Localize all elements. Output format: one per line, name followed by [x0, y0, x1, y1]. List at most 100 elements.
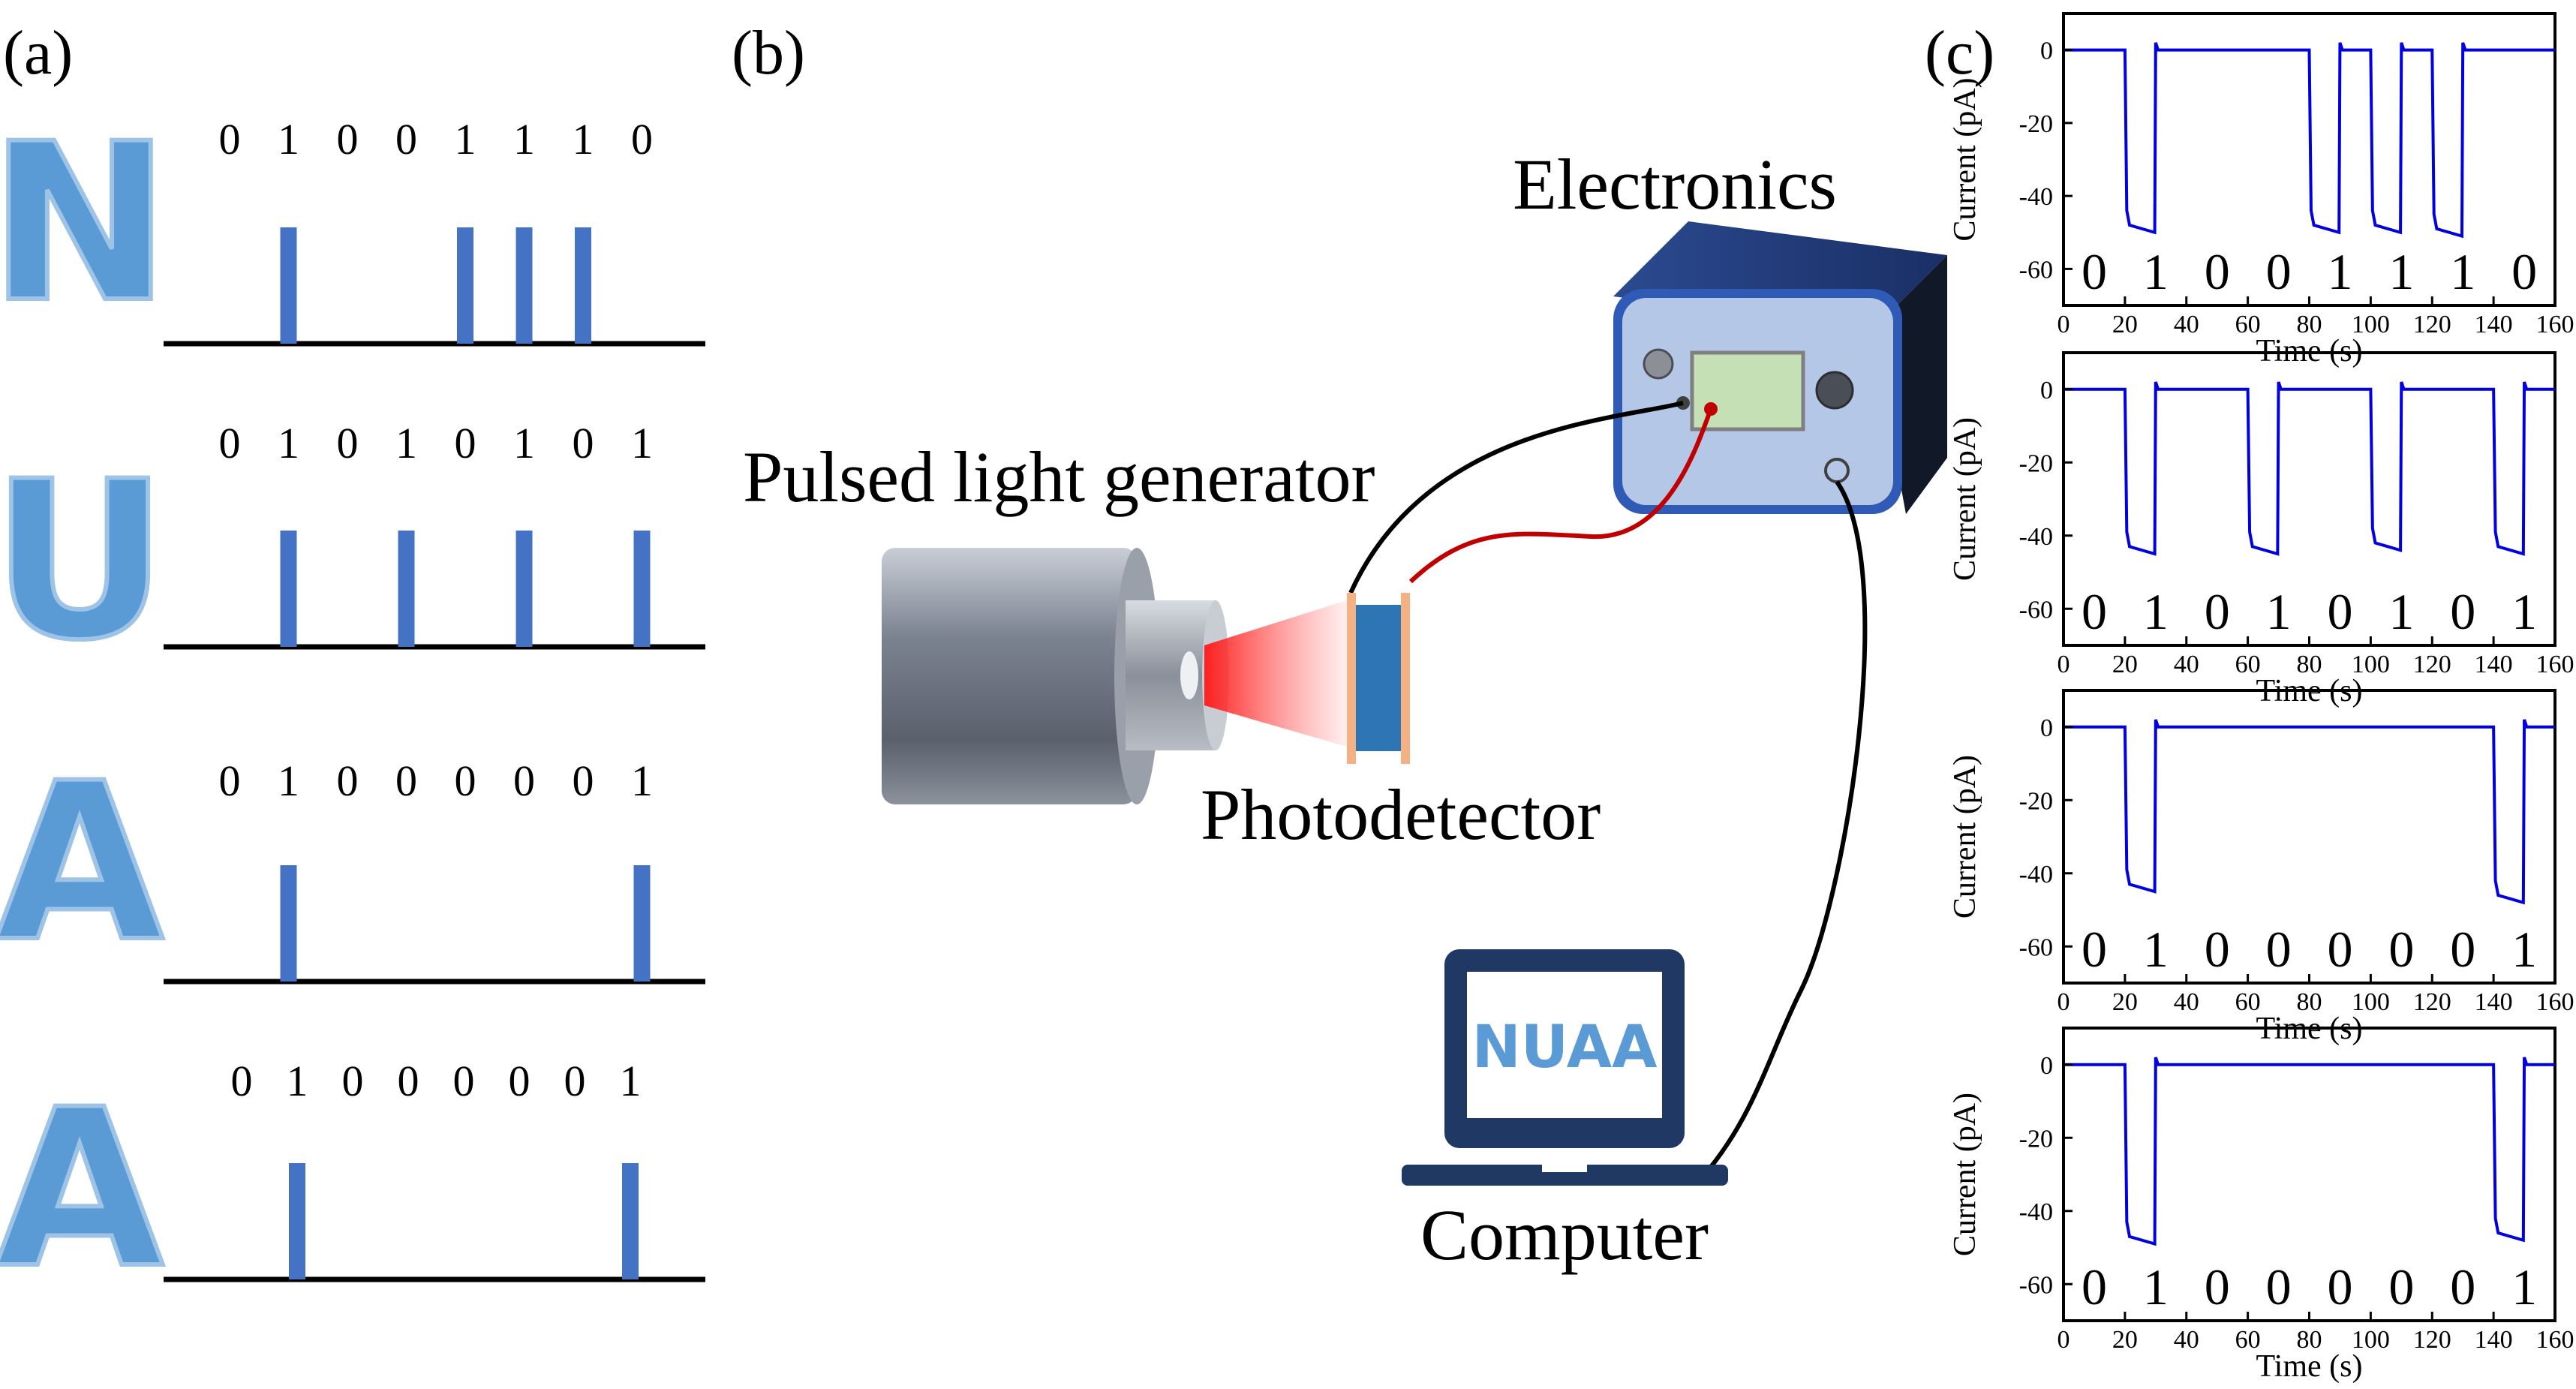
x-tick-label: 120 — [2413, 988, 2451, 1016]
plot-frame — [2062, 689, 2556, 985]
bit-label: 0 — [564, 1057, 586, 1105]
bit-label: 0 — [631, 115, 653, 164]
x-tick-label: 60 — [2235, 988, 2261, 1016]
binary-letter-3: A — [0, 737, 165, 990]
plot-frame — [2062, 351, 2556, 647]
plot-bit-label: 0 — [2082, 921, 2107, 978]
bit-label: 1 — [287, 1057, 308, 1105]
x-tick-label: 0 — [2057, 651, 2070, 678]
light-beam — [1204, 600, 1347, 747]
black-wire — [1348, 401, 1684, 594]
x-tick-label: 140 — [2475, 988, 2513, 1016]
bit-label: 0 — [455, 756, 476, 805]
panel-b: (b) Electronics Pulsed ligh — [732, 18, 1947, 1275]
y-tick-label: -20 — [2019, 1125, 2053, 1153]
plot-bit-label: 0 — [2388, 921, 2414, 978]
binary-letter-2: U — [0, 435, 168, 688]
y-axis-label: Current (pA) — [1948, 755, 1982, 918]
bit-label: 0 — [342, 1057, 364, 1105]
left-knob[interactable] — [1643, 348, 1674, 380]
plot-bit-label: 1 — [2143, 1258, 2169, 1315]
output-port[interactable] — [1824, 458, 1850, 483]
plot-bit-label: 0 — [2327, 583, 2352, 640]
x-tick-label: 0 — [2057, 1326, 2070, 1354]
plot-bit-label: 0 — [2266, 921, 2292, 978]
lcd-display — [1690, 350, 1805, 431]
pulse-bar — [398, 531, 415, 647]
plot-bit-label: 0 — [2511, 243, 2537, 300]
plot-bit-label: 0 — [2266, 1258, 2292, 1315]
x-axis-label: Time (s) — [2256, 1349, 2363, 1384]
plot-frame — [2062, 1027, 2556, 1322]
photodetector-label: Photodetector — [1201, 774, 1601, 855]
plot-bit-label: 0 — [2266, 243, 2292, 300]
bit-label: 0 — [231, 1057, 253, 1105]
plot-bit-label: 1 — [2511, 1258, 2537, 1315]
x-tick-label: 40 — [2174, 651, 2199, 678]
right-knob[interactable] — [1815, 371, 1854, 410]
y-tick-label: -40 — [2019, 1198, 2053, 1226]
plot-bit-label: 0 — [2082, 243, 2107, 300]
electronics-box — [1613, 221, 1947, 514]
bit-label: 0 — [573, 756, 594, 805]
plot-bit-label: 0 — [2327, 921, 2352, 978]
panel-a-label: (a) — [3, 18, 73, 88]
plot-bit-label: 1 — [2143, 583, 2169, 640]
pulse-bar — [289, 1163, 305, 1279]
plot-bit-label: 1 — [2327, 243, 2352, 300]
x-tick-label: 160 — [2536, 311, 2574, 338]
bit-label: 0 — [337, 756, 359, 805]
y-axis-label: Current (pA) — [1948, 417, 1982, 581]
x-tick-label: 160 — [2536, 988, 2574, 1016]
panel-b-label: (b) — [732, 18, 805, 88]
x-tick-label: 60 — [2235, 1326, 2261, 1354]
red-wire — [1408, 407, 1713, 584]
x-tick-label: 20 — [2112, 988, 2138, 1016]
y-tick-label: -60 — [2019, 256, 2053, 284]
pulse-bar — [633, 531, 651, 647]
pulse-bar — [280, 865, 297, 982]
electronics-label: Electronics — [1513, 144, 1837, 224]
x-tick-label: 160 — [2536, 1326, 2574, 1354]
plot-bit-label: 0 — [2388, 1258, 2414, 1315]
pulse-bar — [457, 227, 473, 344]
bit-label: 0 — [337, 115, 359, 164]
bit-label: 1 — [455, 115, 476, 164]
x-tick-label: 100 — [2352, 311, 2390, 338]
pulse-bar — [516, 531, 533, 647]
bit-label: 0 — [219, 756, 241, 805]
plot-bit-label: 0 — [2450, 1258, 2475, 1315]
x-tick-label: 120 — [2413, 311, 2451, 338]
bit-label: 1 — [278, 756, 299, 805]
y-axis-label: Current (pA) — [1948, 1093, 1982, 1256]
laptop-screen-text: NUAA — [1472, 1014, 1658, 1081]
pulse-bar — [622, 1163, 639, 1279]
x-tick-label: 60 — [2235, 311, 2261, 338]
y-tick-label: -40 — [2019, 861, 2053, 888]
x-tick-label: 100 — [2352, 1326, 2390, 1354]
plot-bit-label: 0 — [2327, 1258, 2352, 1315]
y-tick-label: -60 — [2019, 596, 2053, 624]
x-tick-label: 80 — [2297, 1326, 2322, 1354]
bit-label: 1 — [620, 1057, 642, 1105]
plot-bit-label: 0 — [2205, 921, 2230, 978]
plot-bit-label: 0 — [2205, 583, 2230, 640]
plot-bit-label: 1 — [2450, 243, 2475, 300]
bit-label: 0 — [513, 756, 535, 805]
x-tick-label: 120 — [2413, 651, 2451, 678]
current-trace — [2064, 381, 2555, 556]
x-tick-label: 80 — [2297, 651, 2322, 678]
x-tick-label: 80 — [2297, 311, 2322, 338]
y-tick-label: -20 — [2019, 110, 2053, 138]
bit-label: 1 — [513, 115, 535, 164]
photodetector — [1347, 593, 1410, 764]
bit-label: 0 — [219, 419, 241, 468]
bit-label: 1 — [631, 756, 653, 805]
x-tick-label: 140 — [2475, 651, 2513, 678]
bit-label: 1 — [631, 419, 653, 468]
plot-bit-label: 1 — [2143, 243, 2169, 300]
